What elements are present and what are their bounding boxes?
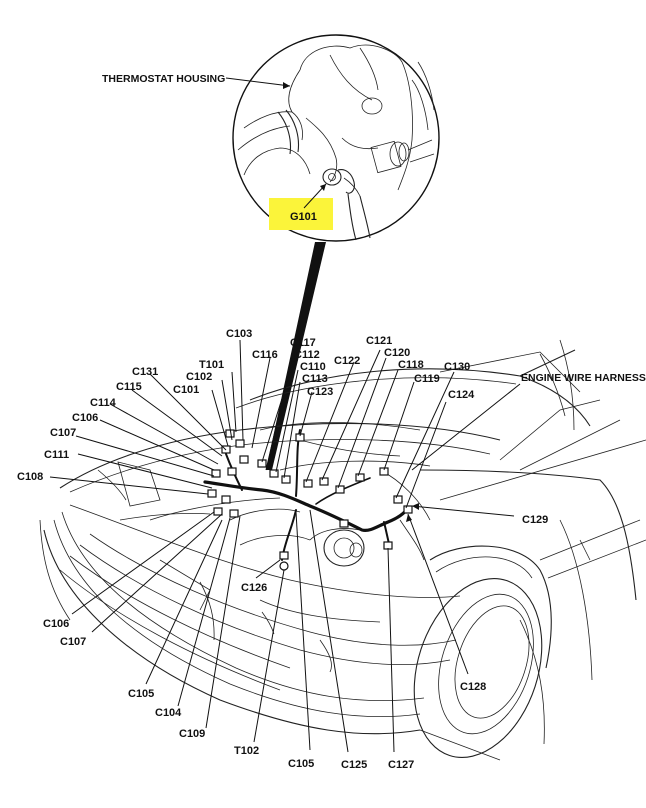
g101-terminal <box>322 168 342 186</box>
label-c108: C108 <box>17 471 43 483</box>
label-c104: C104 <box>155 707 182 719</box>
label-c119: C119 <box>414 373 440 385</box>
label-c114: C114 <box>90 397 117 409</box>
label-c101: C101 <box>173 384 199 396</box>
engine-wire-harness <box>203 480 410 532</box>
front-wheel <box>413 578 543 758</box>
thermostat-inset: THERMOSTAT HOUSING G101 <box>102 34 440 470</box>
label-c121: C121 <box>366 335 392 347</box>
label-c106-bottom: C106 <box>43 618 69 630</box>
label-c124: C124 <box>448 389 475 401</box>
engine-wire-harness-label: ENGINE WIRE HARNESS <box>521 372 646 384</box>
label-c123: C123 <box>307 386 333 398</box>
label-t101: T101 <box>199 359 224 371</box>
label-c122: C122 <box>334 355 360 367</box>
label-c110: C110 <box>300 361 326 373</box>
label-c120: C120 <box>384 347 410 359</box>
connectors <box>207 429 413 571</box>
label-c131: C131 <box>132 366 158 378</box>
thermostat-housing-drawing <box>237 44 435 241</box>
label-c105-bottom: C105 <box>288 758 314 770</box>
label-c115: C115 <box>116 381 142 393</box>
car-body-drawing <box>39 339 646 761</box>
label-c116: C116 <box>252 349 278 361</box>
label-c125: C125 <box>341 759 367 771</box>
alternator <box>323 529 365 567</box>
label-c109: C109 <box>179 728 205 740</box>
label-c128: C128 <box>460 681 486 693</box>
label-c105-left: C105 <box>128 688 154 700</box>
label-c112: C112 <box>294 349 320 361</box>
label-c102: C102 <box>186 371 212 383</box>
label-c117: C117 <box>290 337 316 349</box>
label-c111: C111 <box>44 449 69 461</box>
label-c129: C129 <box>522 514 548 526</box>
label-c126: C126 <box>241 582 267 594</box>
label-c107-bottom: C107 <box>60 636 86 648</box>
label-c127: C127 <box>388 759 414 771</box>
engine-bay-drawing <box>119 422 431 567</box>
label-c113: C113 <box>302 373 328 385</box>
leader-lines <box>49 339 521 753</box>
inset-pointer <box>266 242 326 470</box>
label-c130: C130 <box>444 361 470 373</box>
g101-highlight <box>269 198 333 230</box>
thermostat-housing-leader <box>225 77 291 87</box>
thermostat-housing-label: THERMOSTAT HOUSING <box>102 73 225 85</box>
label-t102: T102 <box>234 745 259 757</box>
g101-label: G101 <box>290 211 317 223</box>
label-c103: C103 <box>226 328 252 340</box>
connector-labels: C103 C117 C116 C112 C110 C113 C123 C122 … <box>17 328 646 771</box>
label-c106-top: C106 <box>72 412 98 424</box>
label-c107-top: C107 <box>50 427 76 439</box>
label-c118: C118 <box>398 359 424 371</box>
